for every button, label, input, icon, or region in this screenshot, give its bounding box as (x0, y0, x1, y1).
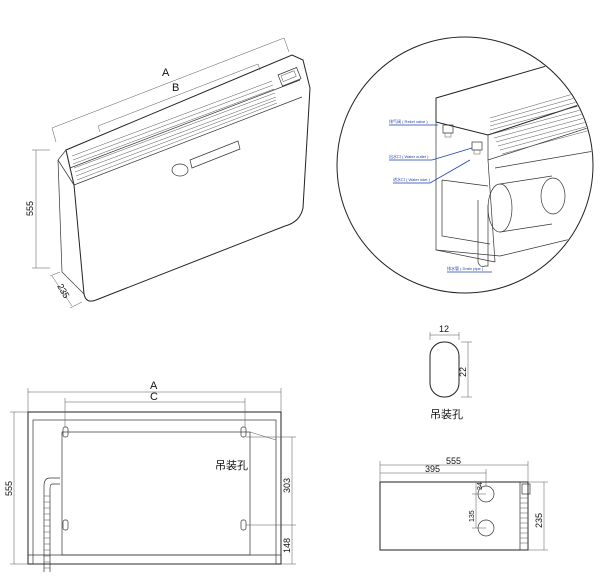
callout-water-outlet: 出水口 ( Water outlet ) (389, 153, 429, 159)
front-label-hanging-hole: 吊装孔 (215, 459, 248, 472)
control-display (277, 67, 302, 87)
callout-water-inlet: 进水口 ( Water inlet ) (393, 176, 431, 182)
side-dim-555: 555 (446, 456, 461, 466)
slot-dim-height: 22 (458, 367, 468, 377)
hanging-hole-top-left (62, 426, 69, 438)
side-grille-ticks (520, 497, 528, 544)
slot-detail: 12 22 吊装孔 (429, 324, 472, 421)
callout-drain-pipe: 排水管 ( Drain pipe ) (447, 265, 484, 271)
drain-hose (43, 477, 60, 572)
slot-dim-width: 12 (439, 324, 449, 334)
iso-dim-b: B (172, 82, 179, 94)
slot-outline (429, 341, 460, 398)
logo-circle (171, 163, 189, 177)
front-dim-c: C (150, 391, 158, 403)
side-dim-135: 135 (469, 510, 476, 522)
front-dim-148: 148 (282, 538, 292, 553)
side-dim-395: 395 (425, 464, 440, 474)
hanging-hole-bottom-left (62, 519, 69, 531)
hanging-hole-top-right (240, 426, 247, 438)
iso-dim-depth: 235 (55, 282, 71, 300)
front-dim-a: A (150, 380, 158, 392)
detail-view: 排气阀 ( Relief valve ) 出水口 ( Water outlet … (336, 36, 594, 294)
side-dim-235: 235 (534, 513, 544, 528)
front-dim-303: 303 (282, 478, 292, 493)
side-dim-34: 34 (477, 482, 484, 490)
coil-fins (489, 91, 592, 155)
front-dim-height: 555 (4, 481, 14, 496)
drain-hose-ribs (44, 495, 50, 569)
detail-circle (336, 36, 594, 294)
drain-pipe (477, 200, 489, 267)
front-view: A C 555 303 148 吊装孔 (4, 380, 296, 572)
water-outlet-fitting (471, 141, 483, 151)
isometric-view: A B 555 235 (25, 37, 311, 309)
hanging-hole-bottom-right (240, 519, 247, 531)
outlet-slot (189, 140, 241, 169)
grille-lines (71, 80, 278, 181)
iso-dim-a: A (162, 67, 170, 79)
control-box (521, 483, 531, 495)
iso-dim-height: 555 (25, 201, 35, 216)
side-view: 555 395 34 135 235 (379, 456, 548, 551)
callout-relief-valve: 排气阀 ( Relief valve ) (389, 118, 428, 124)
slot-label: 吊装孔 (430, 408, 463, 421)
